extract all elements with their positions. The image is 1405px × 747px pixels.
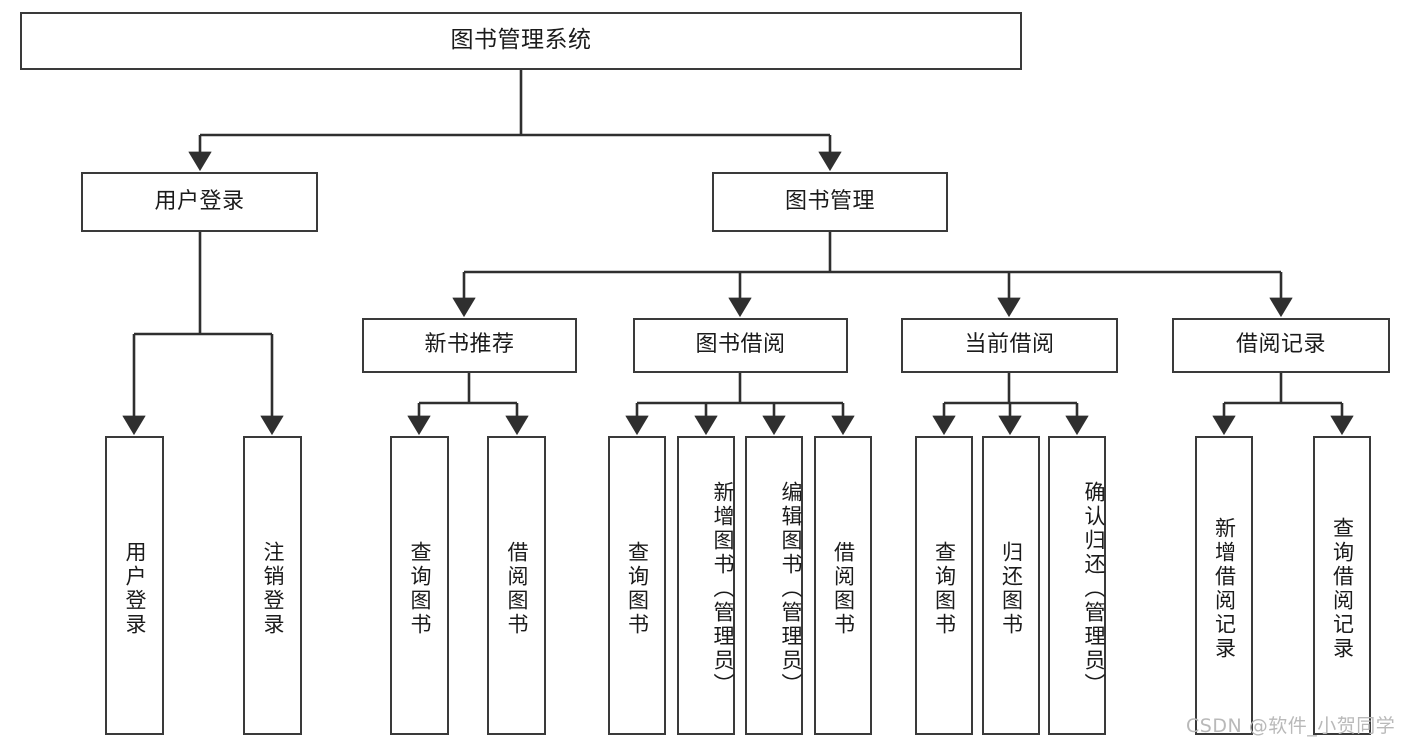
leaf-add-borrow-record[interactable]: 新增借阅记录 (1195, 436, 1253, 735)
leaf-query-borrow-record[interactable]: 查询借阅记录 (1313, 436, 1371, 735)
leaf-return-book[interactable]: 归还图书 (982, 436, 1040, 735)
edge-group-current-borrow (932, 373, 1089, 436)
leaf-borrow-book-new-rec[interactable]: 借阅图书 (487, 436, 546, 735)
leaf-query-book-current[interactable]: 查询图书 (915, 436, 973, 735)
edge-group-root (188, 70, 842, 172)
node-book-borrowing[interactable]: 图书借阅 (633, 318, 848, 373)
node-root-book-management-system[interactable]: 图书管理系统 (20, 12, 1022, 70)
edge-group-new-book-rec (407, 373, 529, 436)
leaf-add-book-admin[interactable]: 新增图书（管理员） (677, 436, 735, 735)
edge-group-book-borrow (625, 373, 855, 436)
leaf-logout-login[interactable]: 注销登录 (243, 436, 302, 735)
node-borrowing-record[interactable]: 借阅记录 (1172, 318, 1390, 373)
leaf-query-book-borrow[interactable]: 查询图书 (608, 436, 666, 735)
edge-group-book-manage (452, 232, 1293, 318)
leaf-query-book-new-rec[interactable]: 查询图书 (390, 436, 449, 735)
csdn-watermark: CSDN @软件_小贺同学 (1186, 715, 1396, 737)
edge-group-borrow-record (1212, 373, 1354, 436)
leaf-confirm-return-admin[interactable]: 确认归还（管理员） (1048, 436, 1106, 735)
node-book-management[interactable]: 图书管理 (712, 172, 948, 232)
node-current-borrowing[interactable]: 当前借阅 (901, 318, 1118, 373)
leaf-user-login[interactable]: 用户登录 (105, 436, 164, 735)
leaf-edit-book-admin[interactable]: 编辑图书（管理员） (745, 436, 803, 735)
edge-group-user-login (122, 232, 284, 436)
node-new-book-recommendation[interactable]: 新书推荐 (362, 318, 577, 373)
node-user-login[interactable]: 用户登录 (81, 172, 318, 232)
leaf-borrow-book-borrow[interactable]: 借阅图书 (814, 436, 872, 735)
